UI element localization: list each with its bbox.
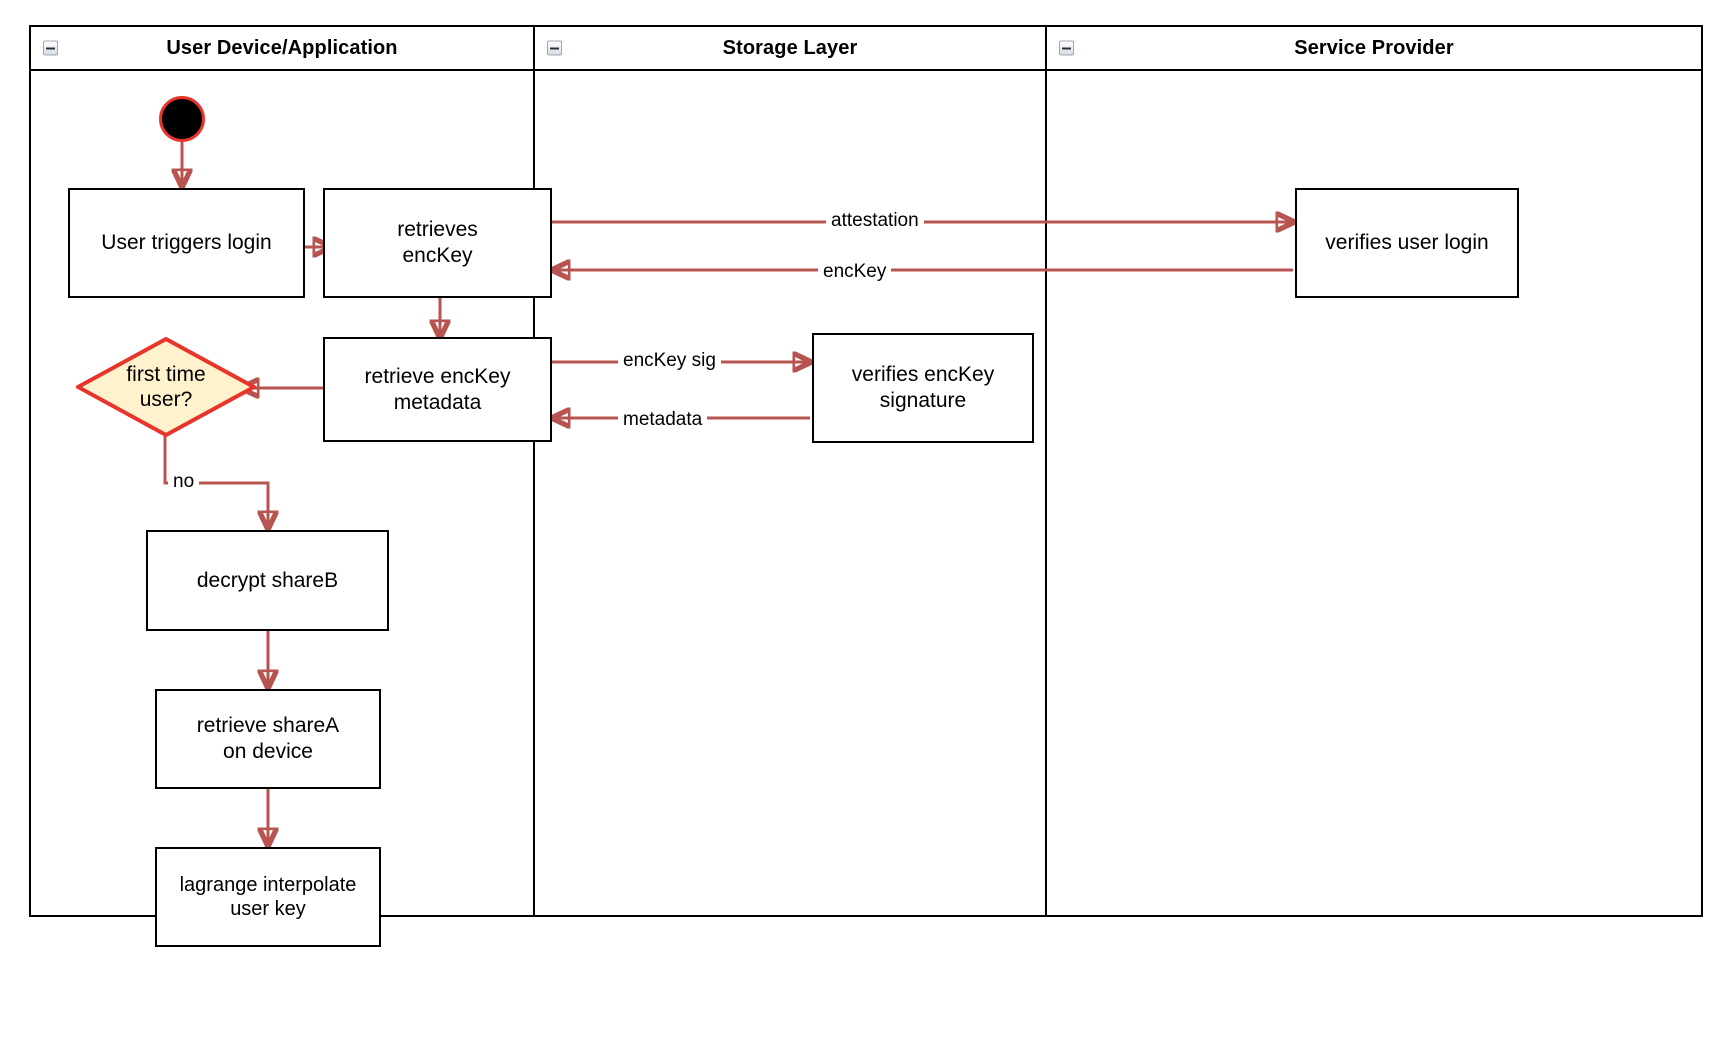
swimlane-service-provider[interactable]: Service Provider [1045,27,1701,915]
node-label: first time user? [126,362,206,411]
swimlane-storage-layer[interactable]: Storage Layer [533,27,1045,915]
start-node[interactable] [159,96,205,142]
node-label: retrieves encKey [397,218,478,267]
node-retrieves-enckey[interactable]: retrieves encKey [323,188,552,298]
edge-label-no: no [168,471,200,493]
lane-title-storage-layer: Storage Layer [722,36,858,59]
node-label: retrieve encKey metadata [364,364,511,414]
node-label: verifies user login [1325,231,1489,255]
node-label: User triggers login [101,231,272,255]
lane-title-user-device: User Device/Application [166,36,398,59]
lane-header-storage-layer[interactable]: Storage Layer [535,27,1045,71]
lane-title-service-provider: Service Provider [1294,36,1454,59]
lane-header-user-device[interactable]: User Device/Application [31,27,533,71]
node-label: verifies encKey signature [851,363,995,412]
node-label: decrypt shareB [196,568,339,592]
node-label: retrieve shareA on device [196,714,340,763]
node-lagrange-interpolate-user-key[interactable]: lagrange interpolate user key [155,847,381,947]
edge-label-attestation: attestation [826,210,924,232]
edge-label-enckey: encKey [818,261,892,283]
node-user-triggers-login[interactable]: User triggers login [68,188,305,298]
node-first-time-user[interactable]: first time user? [76,337,256,437]
swimlane-user-device[interactable]: User Device/Application [31,27,533,915]
node-verifies-user-login[interactable]: verifies user login [1295,188,1519,298]
edge-label-metadata: metadata [618,409,708,431]
node-retrieve-sharea-on-device[interactable]: retrieve shareA on device [155,689,381,789]
edge-label-enckey-sig: encKey sig [618,350,721,372]
node-verifies-enckey-signature[interactable]: verifies encKey signature [812,333,1034,443]
collapse-minus-icon[interactable] [1059,40,1074,56]
collapse-minus-icon[interactable] [43,40,58,56]
diamond-shape [76,337,256,437]
node-retrieve-enckey-metadata[interactable]: retrieve encKey metadata [323,337,552,442]
node-decrypt-shareb[interactable]: decrypt shareB [146,530,389,631]
node-label: lagrange interpolate user key [179,873,357,920]
lane-header-service-provider[interactable]: Service Provider [1047,27,1701,71]
collapse-minus-icon[interactable] [547,40,562,56]
